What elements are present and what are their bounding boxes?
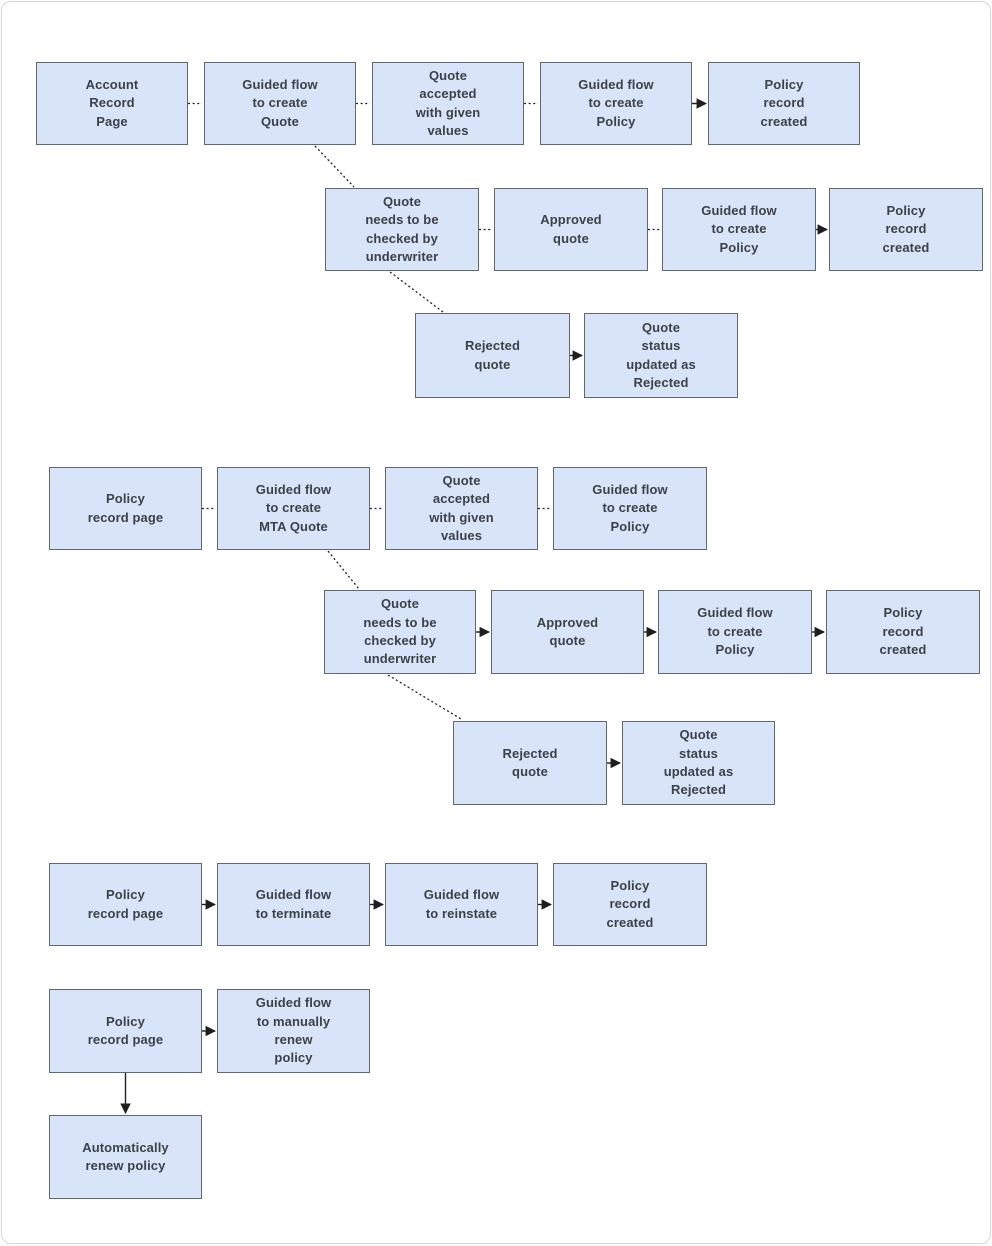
flow-node-d2: Guided flow to manually renew policy bbox=[217, 989, 370, 1073]
flow-node-label: Policy record created bbox=[760, 76, 808, 129]
flow-node-label: Guided flow to create Quote bbox=[242, 76, 318, 129]
flow-node-a1: Account Record Page bbox=[36, 62, 188, 145]
flow-node-a11: Quote status updated as Rejected bbox=[584, 313, 738, 398]
flow-node-label: Quote needs to be checked by underwriter bbox=[365, 193, 439, 264]
flow-node-a8: Guided flow to create Policy bbox=[662, 188, 816, 271]
flow-node-d1: Policy record page bbox=[49, 989, 202, 1073]
flow-node-c3: Guided flow to reinstate bbox=[385, 863, 538, 946]
flow-node-b2: Guided flow to create MTA Quote bbox=[217, 467, 370, 550]
flow-edge-a6-a10 bbox=[389, 271, 444, 313]
flow-node-a2: Guided flow to create Quote bbox=[204, 62, 356, 145]
flow-node-b8: Policy record created bbox=[826, 590, 980, 674]
flow-node-a6: Quote needs to be checked by underwriter bbox=[325, 188, 479, 271]
flow-node-label: Policy record created bbox=[879, 605, 927, 658]
flow-node-d3: Automatically renew policy bbox=[49, 1115, 202, 1199]
flow-node-label: Policy record page bbox=[87, 491, 164, 525]
flow-node-b10: Quote status updated as Rejected bbox=[622, 721, 775, 805]
flow-node-label: Approved quote bbox=[536, 614, 599, 648]
flow-node-a3: Quote accepted with given values bbox=[372, 62, 524, 145]
flow-node-label: Rejected quote bbox=[465, 338, 520, 372]
flow-edge-b2-b5 bbox=[327, 550, 360, 590]
flow-node-label: Quote needs to be checked by underwriter bbox=[363, 596, 437, 667]
flow-node-label: Policy record page bbox=[87, 887, 164, 921]
flow-node-label: Quote status updated as Rejected bbox=[663, 727, 734, 798]
flow-node-b7: Guided flow to create Policy bbox=[658, 590, 812, 674]
flow-node-label: Guided flow to create Policy bbox=[592, 481, 668, 534]
flow-node-label: Policy record created bbox=[882, 202, 930, 255]
flow-node-b1: Policy record page bbox=[49, 467, 202, 550]
flow-node-b4: Guided flow to create Policy bbox=[553, 467, 707, 550]
flow-node-label: Quote accepted with given values bbox=[415, 67, 481, 138]
flow-node-label: Guided flow to manually renew policy bbox=[255, 995, 332, 1066]
flow-node-label: Policy record page bbox=[87, 1013, 164, 1047]
flow-node-c4: Policy record created bbox=[553, 863, 707, 946]
flow-node-a5: Policy record created bbox=[708, 62, 860, 145]
flow-node-b9: Rejected quote bbox=[453, 721, 607, 805]
flow-node-label: Rejected quote bbox=[502, 745, 558, 779]
flow-node-c1: Policy record page bbox=[49, 863, 202, 946]
flow-edge-b5-b9 bbox=[387, 674, 462, 720]
flow-node-b3: Quote accepted with given values bbox=[385, 467, 538, 550]
flow-node-label: Guided flow to create MTA Quote bbox=[255, 481, 332, 534]
flow-node-label: Quote status updated as Rejected bbox=[626, 319, 696, 390]
flow-node-label: Guided flow to create Policy bbox=[578, 76, 654, 129]
flow-node-a10: Rejected quote bbox=[415, 313, 570, 398]
flow-node-label: Account Record Page bbox=[85, 76, 139, 129]
flow-node-label: Guided flow to create Policy bbox=[697, 605, 773, 658]
flow-node-b6: Approved quote bbox=[491, 590, 644, 674]
flow-node-label: Automatically renew policy bbox=[82, 1139, 169, 1173]
flow-node-a4: Guided flow to create Policy bbox=[540, 62, 692, 145]
flow-edge-a2-a6 bbox=[314, 145, 355, 188]
flow-node-c2: Guided flow to terminate bbox=[217, 863, 370, 946]
flow-node-label: Guided flow to reinstate bbox=[423, 887, 500, 921]
flow-node-a9: Policy record created bbox=[829, 188, 983, 271]
flow-node-label: Guided flow to create Policy bbox=[701, 202, 777, 255]
flow-node-label: Guided flow to terminate bbox=[255, 887, 332, 921]
flow-node-label: Approved quote bbox=[540, 212, 602, 246]
flow-node-label: Quote accepted with given values bbox=[429, 472, 494, 543]
flow-node-b5: Quote needs to be checked by underwriter bbox=[324, 590, 476, 674]
flow-node-label: Policy record created bbox=[606, 877, 654, 930]
flow-node-a7: Approved quote bbox=[494, 188, 648, 271]
